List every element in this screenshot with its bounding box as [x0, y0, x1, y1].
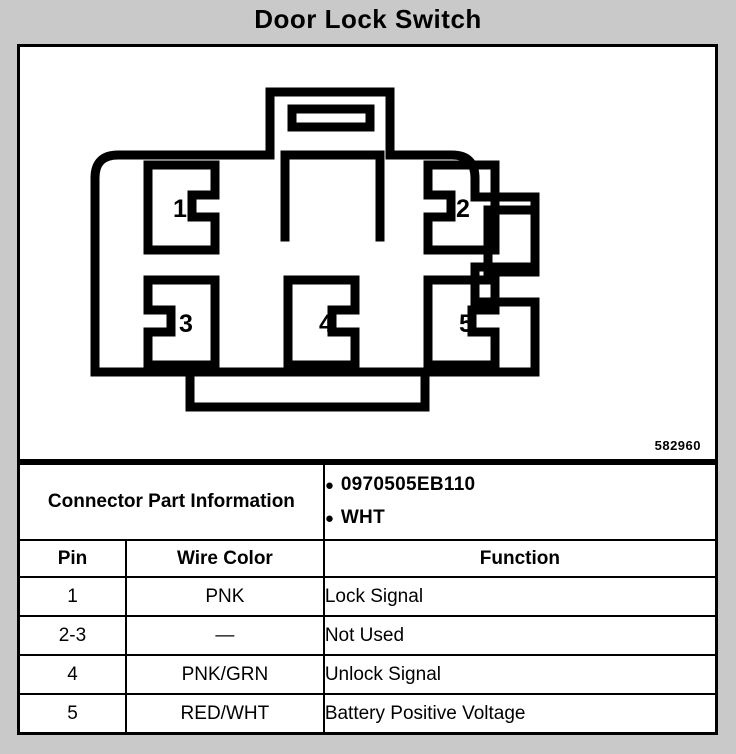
pin-cavity-4	[283, 275, 360, 370]
cell-pin: 1	[17, 576, 127, 617]
connector-pinout-table: Connector Part Information ●0970505EB110…	[17, 462, 718, 735]
cell-wire-color: RED/WHT	[124, 693, 325, 735]
page-title: Door Lock Switch	[254, 4, 482, 34]
pin-label-3: 3	[179, 310, 193, 338]
cell-wire-color: PNK	[124, 576, 325, 617]
cell-function: Lock Signal	[322, 576, 718, 617]
column-header-pin: Pin	[17, 539, 127, 578]
column-header-wire-color: Wire Color	[124, 539, 325, 578]
pin-cavity-1	[143, 160, 220, 255]
bullet-icon: ●	[324, 477, 335, 494]
bullet-icon: ●	[324, 510, 335, 527]
connector-body-outline	[90, 87, 540, 412]
column-header-function: Function	[322, 539, 718, 578]
table-row: 4 PNK/GRN Unlock Signal	[17, 654, 718, 695]
cell-wire-color: PNK/GRN	[124, 654, 325, 695]
cell-function: Not Used	[322, 615, 718, 656]
connector-diagram-panel: 1 2 3 4 5 582960	[17, 44, 718, 462]
cell-function: Battery Positive Voltage	[322, 693, 718, 735]
table-header-row: Pin Wire Color Function	[17, 539, 718, 578]
pin-label-5: 5	[459, 310, 473, 338]
pin-cavity-2	[423, 160, 500, 255]
table-row: 2-3 — Not Used	[17, 615, 718, 656]
cell-function: Unlock Signal	[322, 654, 718, 695]
connector-color: ●WHT	[325, 502, 715, 535]
table-row: 1 PNK Lock Signal	[17, 576, 718, 617]
connector-part-information-values: ●0970505EB110 ●WHT	[322, 462, 718, 541]
cell-pin: 2-3	[17, 615, 127, 656]
keyway-channel	[280, 150, 385, 242]
connector-part-information-label: Connector Part Information	[17, 462, 325, 541]
connector-part-number: ●0970505EB110	[325, 469, 715, 502]
pin-label-2: 2	[456, 195, 470, 223]
cell-pin: 5	[17, 693, 127, 735]
cell-pin: 4	[17, 654, 127, 695]
pin-label-1: 1	[173, 195, 187, 223]
pin-cavity-3	[143, 275, 220, 370]
connector-part-information-row: Connector Part Information ●0970505EB110…	[17, 462, 718, 541]
diagram-reference-number: 582960	[654, 438, 701, 453]
pin-cavity-5	[423, 275, 500, 370]
cell-wire-color: —	[124, 615, 325, 656]
latch-slot	[287, 104, 375, 132]
connector-diagram: 1 2 3 4 5	[90, 87, 540, 412]
table-row: 5 RED/WHT Battery Positive Voltage	[17, 693, 718, 735]
right-side-window	[483, 205, 540, 277]
pin-label-4: 4	[319, 310, 333, 338]
